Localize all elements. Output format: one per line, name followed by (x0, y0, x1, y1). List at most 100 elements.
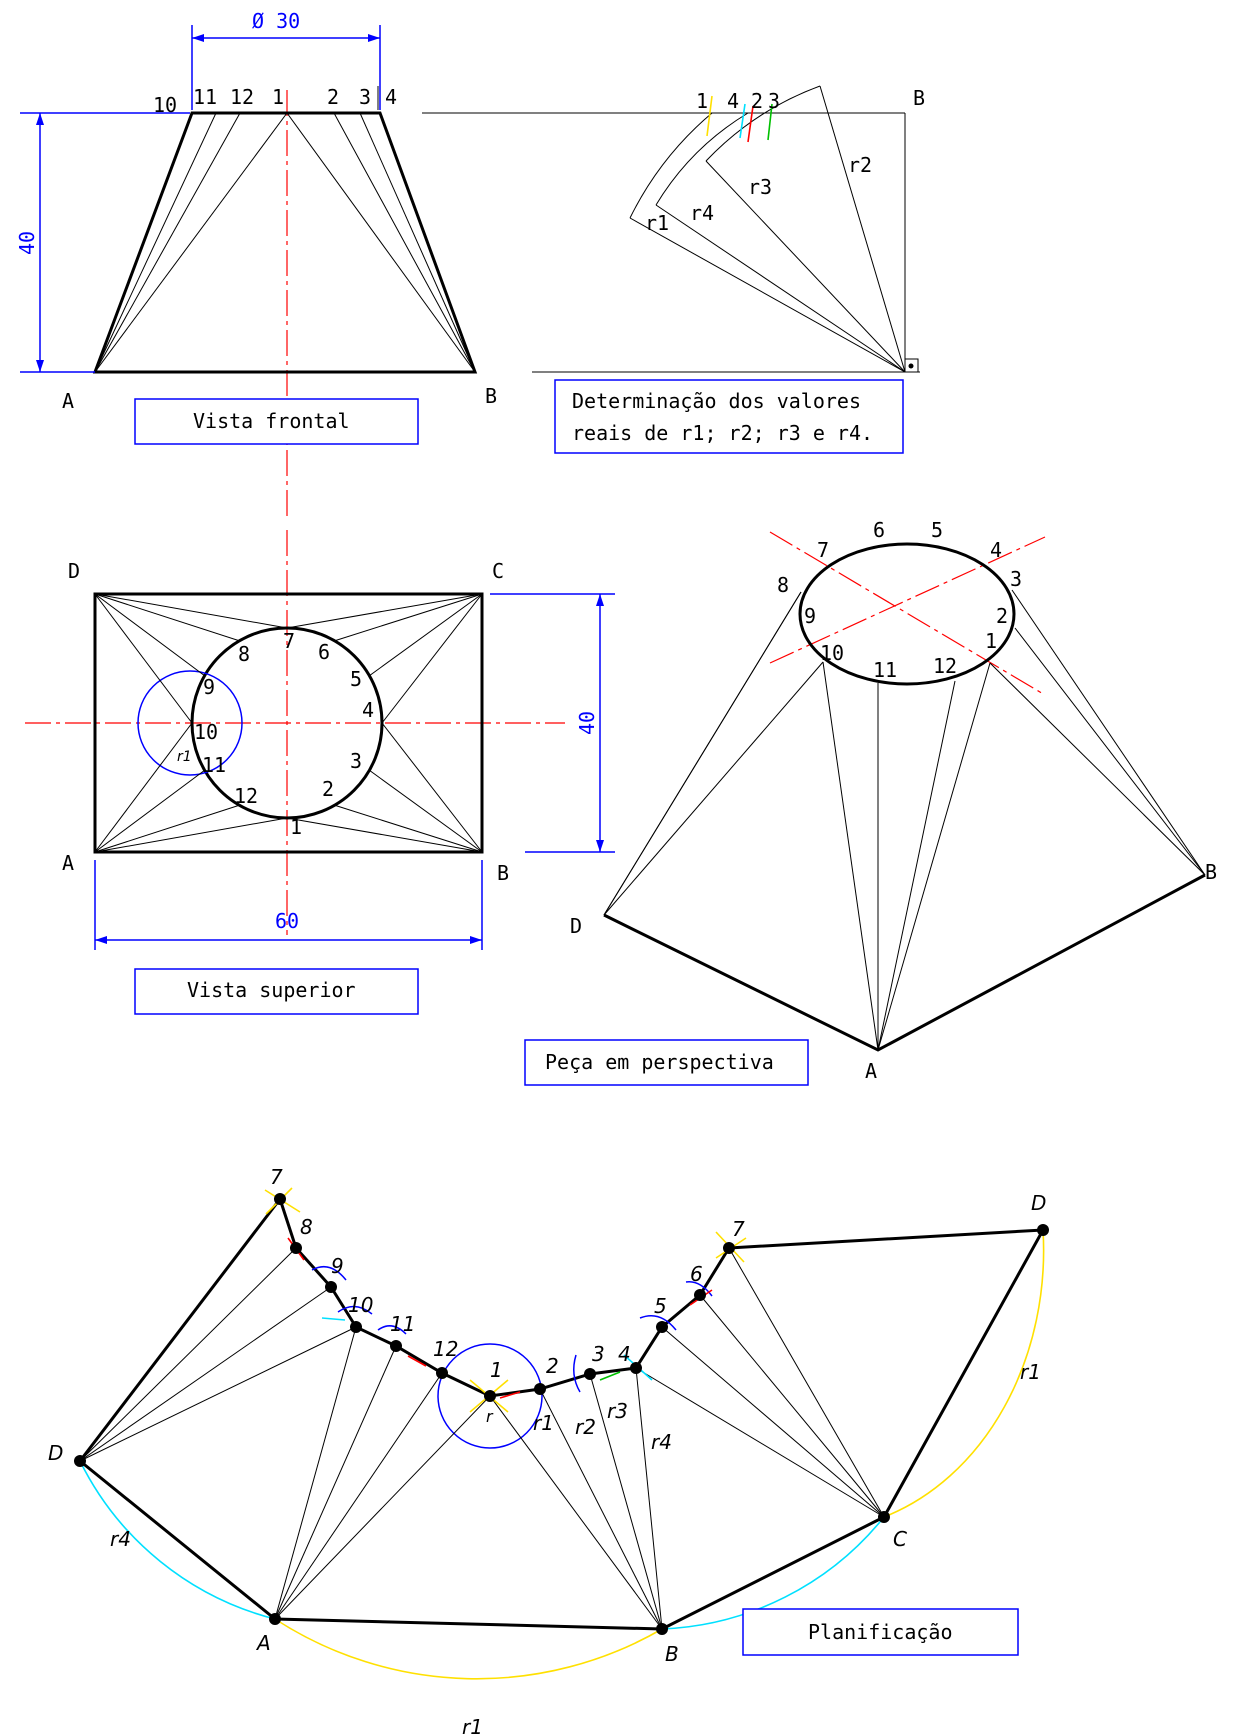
top-corner-b: B (497, 861, 509, 885)
development: 7 8 9 10 11 12 1 2 3 4 5 6 7 r r1 r2 r3 … (48, 1165, 1049, 1735)
persp-label-11: 11 (873, 658, 897, 682)
width-label: 60 (275, 909, 299, 933)
dev-r: r (486, 1407, 494, 1426)
persp-label-4: 4 (990, 538, 1002, 562)
dev-r1-arc-bottom: r1 (462, 1715, 483, 1735)
dev-corner-b: B (665, 1642, 679, 1666)
dev-r2: r2 (575, 1415, 596, 1439)
front-label-2: 2 (327, 85, 339, 109)
front-view-title-box (134, 398, 419, 445)
tl-r1: r1 (645, 211, 669, 235)
top-label-12: 12 (234, 784, 258, 808)
dev-label-1: 1 (490, 1358, 503, 1382)
diameter-label: Ø 30 (252, 9, 300, 33)
dev-label-3: 3 (592, 1342, 605, 1366)
tl-corner-b: B (913, 86, 925, 110)
dev-corner-d-right: D (1031, 1191, 1046, 1215)
dev-r1-arc-right: r1 (1020, 1360, 1041, 1384)
perspective-view: 6 5 4 3 2 1 12 11 10 9 8 7 D B A Peça em… (524, 518, 1217, 1086)
persp-label-1: 1 (985, 629, 997, 653)
dev-label-7-right: 7 (732, 1217, 745, 1241)
persp-label-6: 6 (873, 518, 885, 542)
top-view: 60 40 D C A B 1 2 3 4 5 6 7 8 9 10 11 12… (25, 530, 615, 1015)
r3-line (705, 160, 906, 373)
persp-generators (603, 589, 1206, 1051)
persp-label-8: 8 (777, 573, 789, 597)
persp-axis-1 (769, 531, 1046, 696)
depth-label: 40 (575, 711, 599, 735)
dev-r4: r4 (651, 1430, 672, 1454)
persp-label-2: 2 (996, 604, 1008, 628)
persp-label-3: 3 (1010, 567, 1022, 591)
front-label-10: 10 (153, 93, 177, 117)
persp-corner-d: D (570, 914, 582, 938)
top-label-3: 3 (350, 749, 362, 773)
dev-label-8: 8 (300, 1215, 313, 1239)
front-label-12: 12 (230, 85, 254, 109)
front-label-4: 4 (385, 85, 397, 109)
persp-ellipse (798, 542, 1016, 686)
true-length-title-line1: Determinação dos valores (572, 389, 861, 413)
front-label-1: 1 (272, 85, 284, 109)
top-label-10: 10 (194, 720, 218, 744)
persp-corner-b: B (1205, 860, 1217, 884)
front-label-3: 3 (359, 85, 371, 109)
persp-label-5: 5 (931, 518, 943, 542)
top-corner-d: D (68, 559, 80, 583)
development-title: Planificação (808, 1620, 953, 1644)
tl-label-2: 2 (751, 89, 763, 113)
front-view: Ø 30 40 10 11 12 1 2 3 4 A B Vista front… (15, 9, 497, 520)
top-corner-a: A (62, 851, 74, 875)
top-view-title: Vista superior (187, 978, 356, 1002)
dev-label-9: 9 (331, 1254, 344, 1278)
base-rectangle (93, 592, 484, 854)
dev-label-11: 11 (390, 1312, 415, 1336)
persp-label-12: 12 (933, 654, 957, 678)
top-label-6: 6 (318, 640, 330, 664)
dev-corner-c: C (893, 1527, 907, 1551)
dev-points (74, 1193, 1049, 1635)
top-label-2: 2 (322, 777, 334, 801)
persp-label-7: 7 (817, 538, 829, 562)
dev-label-5: 5 (654, 1294, 667, 1318)
tl-label-3: 3 (768, 89, 780, 113)
persp-axis-2 (769, 536, 1046, 664)
dev-r3: r3 (607, 1399, 628, 1423)
top-corner-c: C (492, 559, 504, 583)
tl-label-1: 1 (696, 89, 708, 113)
tl-r4: r4 (690, 201, 714, 225)
persp-corner-a: A (865, 1059, 877, 1083)
front-corner-b: B (485, 384, 497, 408)
compass-circle (137, 670, 243, 776)
dev-arc-cyan-right (661, 1516, 885, 1630)
dev-label-12: 12 (433, 1337, 458, 1361)
perspective-title-box (524, 1039, 809, 1086)
top-label-9: 9 (203, 675, 215, 699)
true-length-construction: 1 4 2 3 B r2 r3 r4 r1 Determinação dos v… (422, 85, 925, 454)
dev-arc-r4-left (79, 1460, 276, 1620)
top-label-11: 11 (202, 753, 226, 777)
dev-label-10: 10 (348, 1293, 373, 1317)
top-label-5: 5 (350, 667, 362, 691)
dev-corner-d-left: D (48, 1441, 63, 1465)
dev-edge-d-7 (78, 1198, 282, 1462)
dev-outer-edges (79, 1228, 1046, 1631)
front-label-11: 11 (193, 85, 217, 109)
r1-line (629, 217, 906, 373)
dev-triangulation (79, 1247, 885, 1630)
dev-label-4: 4 (618, 1342, 631, 1366)
top-label-4: 4 (362, 698, 374, 722)
development-title-box (742, 1608, 1019, 1656)
top-triangulation (94, 593, 483, 853)
dev-compass-circle (437, 1343, 543, 1449)
persp-label-10: 10 (820, 641, 844, 665)
dev-label-2: 2 (546, 1354, 559, 1378)
front-view-title: Vista frontal (193, 409, 350, 433)
true-length-title-box (554, 379, 904, 454)
top-label-8: 8 (238, 642, 250, 666)
top-label-1: 1 (290, 815, 302, 839)
dev-label-6: 6 (690, 1262, 703, 1286)
tl-r2: r2 (848, 153, 872, 177)
front-corner-a: A (62, 389, 74, 413)
